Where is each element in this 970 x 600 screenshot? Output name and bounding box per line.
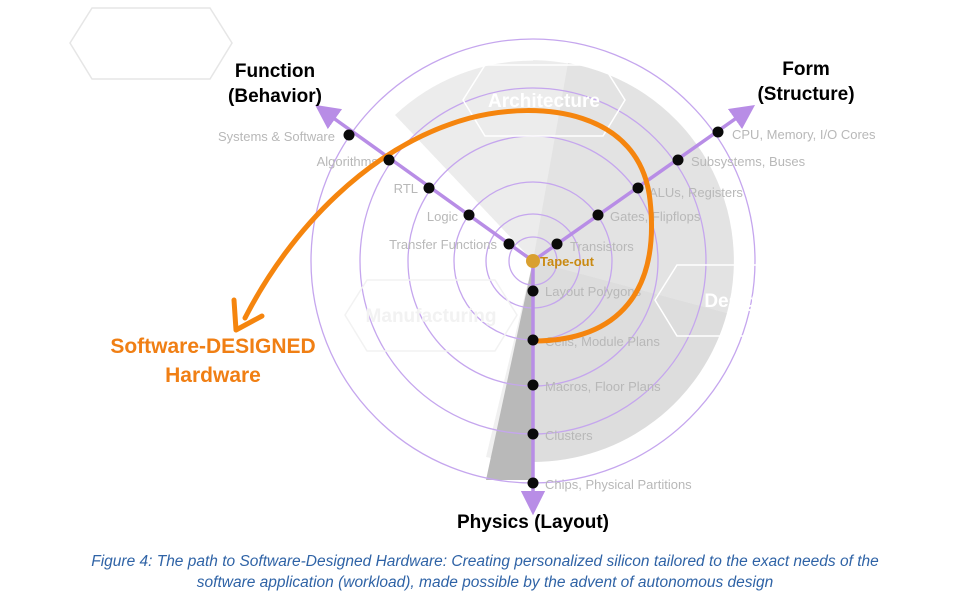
- form-node-1: [712, 126, 724, 138]
- physics-level-3-label: Macros, Floor Plans: [545, 379, 661, 394]
- function-level-5-label: Transfer Functions: [389, 237, 497, 252]
- function-node-4: [463, 209, 475, 221]
- form-level-1-label: CPU, Memory, I/O Cores: [732, 127, 876, 142]
- physics-node-4: [527, 428, 539, 440]
- form-level-5-label: Transistors: [570, 239, 634, 254]
- software-designed-path-arrowhead: [231, 297, 265, 333]
- physics-level-2-label: Cells, Module Plans: [545, 334, 660, 349]
- form-node-4: [592, 209, 604, 221]
- function-level-3-label: RTL: [394, 181, 418, 196]
- physics-level-5-label: Chips, Physical Partitions: [545, 477, 692, 492]
- design-hexagon: [654, 264, 818, 337]
- form-node-5: [551, 238, 563, 250]
- function-level-2-label: Algorithms: [317, 154, 379, 169]
- figure-caption-line2: software application (workload), made po…: [196, 574, 774, 591]
- software-designed-path: [242, 108, 654, 344]
- architecture-label: Architecture: [488, 91, 600, 112]
- function-node-1: [343, 129, 355, 141]
- physics-node-2: [527, 334, 539, 346]
- y-chart-diagram: Architecture Design Manufacturing System…: [69, 7, 876, 533]
- function-level-1-label: Systems & Software: [218, 129, 335, 144]
- function-axis-subtitle: (Behavior): [228, 86, 322, 107]
- figure-caption-line1: Figure 4: The path to Software-Designed …: [91, 553, 879, 570]
- function-node-3: [423, 182, 435, 194]
- physics-axis-title: Physics (Layout): [457, 512, 609, 533]
- form-level-3-label: ALUs, Registers: [649, 185, 743, 200]
- physics-node-5: [527, 477, 539, 489]
- form-axis-subtitle: (Structure): [757, 84, 854, 105]
- design-label: Design: [704, 291, 767, 312]
- physics-node-3: [527, 379, 539, 391]
- physics-node-1: [527, 285, 539, 297]
- form-level-2-label: Subsystems, Buses: [691, 154, 806, 169]
- function-node-5: [503, 238, 515, 250]
- physics-level-1-label: Layout Polygons: [545, 284, 642, 299]
- form-node-2: [672, 154, 684, 166]
- manufacturing-label: Manufacturing: [366, 306, 497, 327]
- physics-wedge: [486, 261, 533, 480]
- figure-caption: Figure 4: The path to Software-Designed …: [0, 551, 970, 593]
- architecture-hexagon: [462, 64, 626, 137]
- faint-hexagon: [69, 7, 233, 80]
- function-level-4-label: Logic: [427, 209, 459, 224]
- form-level-4-label: Gates, Flipflops: [610, 209, 701, 224]
- form-axis-title: Form: [782, 59, 830, 80]
- function-node-2: [383, 154, 395, 166]
- function-axis-title: Function: [235, 61, 315, 82]
- tape-out-label: Tape-out: [540, 254, 595, 269]
- level-nodes: [343, 126, 724, 489]
- design-sector-lower: [533, 261, 727, 462]
- manufacturing-hexagon: [344, 279, 518, 352]
- software-designed-label-line1: Software-DESIGNED: [110, 335, 315, 358]
- software-designed-label-line2: Hardware: [165, 364, 261, 387]
- tape-out-node: [526, 254, 540, 268]
- form-node-3: [632, 182, 644, 194]
- physics-level-4-label: Clusters: [545, 428, 593, 443]
